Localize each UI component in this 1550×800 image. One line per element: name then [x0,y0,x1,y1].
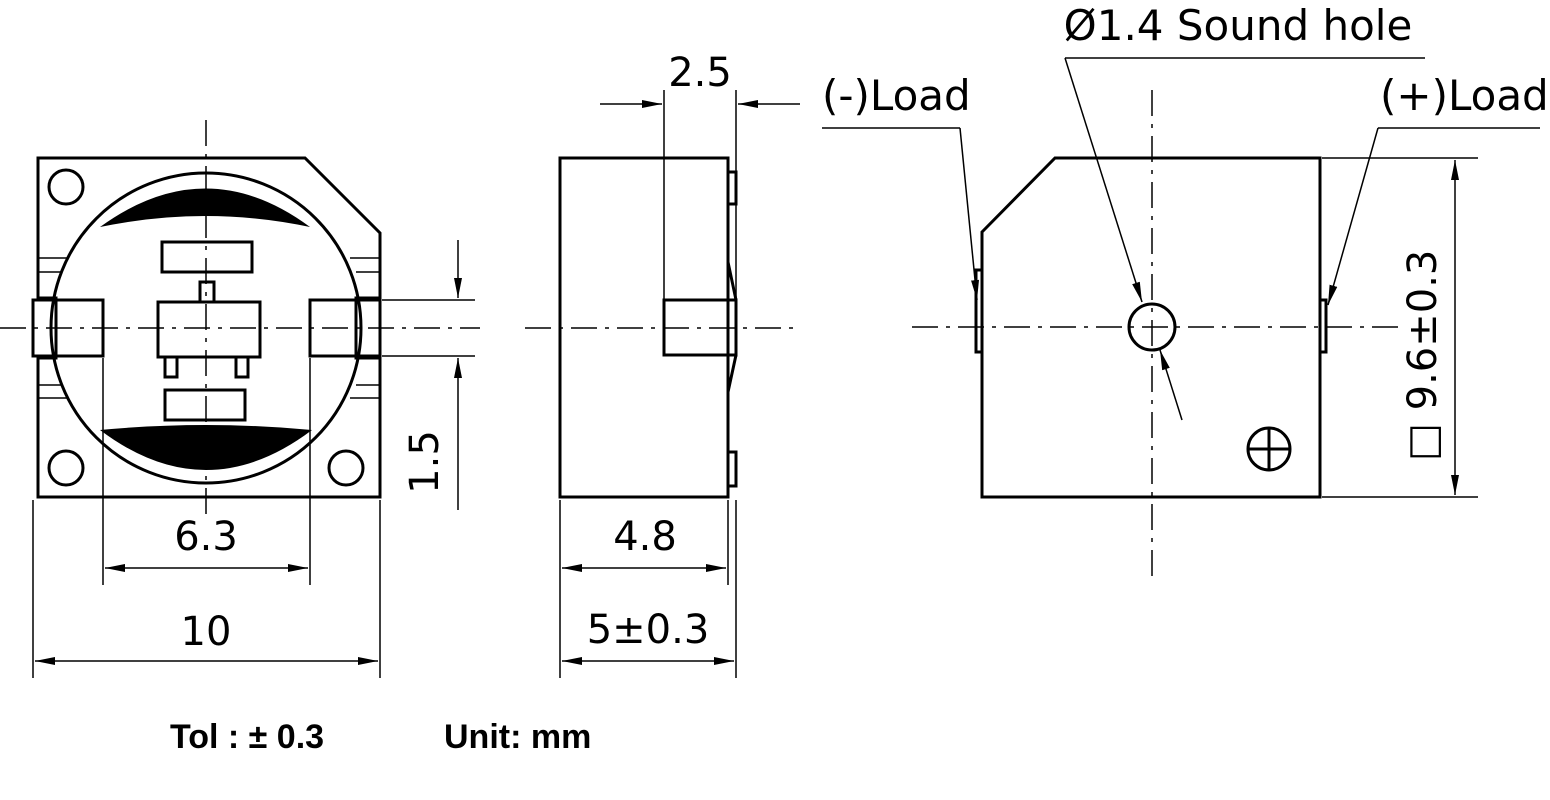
unit-note: Unit: mm [444,718,591,756]
sound-hole-arrow-bottom [1159,349,1183,421]
top-black-segment [100,188,310,227]
mount-hole-icon [47,168,85,206]
sound-hole-label: Ø1.4 Sound hole [1064,1,1413,50]
square-symbol-icon: □ [1400,423,1446,461]
side-extension-lines [559,90,737,678]
component-bottom [163,388,247,422]
mount-hole-icon [327,449,365,487]
side-tab-slope [726,261,738,393]
top-view: Ø1.4 Sound hole (-)Load (+)Load 9.6±0.3 … [822,1,1549,580]
front-outline [36,156,382,499]
neg-terminal [974,268,984,354]
component-center [156,300,262,359]
component-top [160,240,254,274]
pos-load-label: (+)Load [1380,71,1549,120]
dim-inner-text: 6.3 [174,514,238,560]
plus-polarity-icon [1246,426,1292,472]
mount-hole-icon [47,449,85,487]
top-extension-lines [1322,157,1478,498]
front-notch-lines [38,257,380,399]
dim-pad-text: 1.5 [402,430,448,494]
tolerance-note: Tol : ± 0.3 [170,718,324,756]
side-view: 2.5 4.8 5±0.3 [525,50,800,678]
dim-body-text: 4.8 [613,514,677,560]
dim-terminal-text: 2.5 [668,50,732,96]
pos-terminal [1318,298,1328,354]
dim-square-text: 9.6±0.3 [1400,250,1446,411]
neg-load-label: (-)Load [822,71,971,120]
component-pin-top [198,280,216,304]
side-tab-top [726,170,738,206]
sound-hole-leader [1064,57,1143,303]
dim-width-text: 10 [181,609,232,655]
sound-hole-icon [1127,302,1177,352]
dim-total-text: 5±0.3 [587,607,710,653]
pos-load-leader [1327,127,1379,306]
front-extension-lines [32,299,475,678]
neg-load-leader [959,127,980,301]
component-pin-left [163,355,179,379]
front-view: 10 6.3 1.5 [0,120,480,678]
component-pin-right [234,355,250,379]
side-tab-bottom [726,450,738,488]
